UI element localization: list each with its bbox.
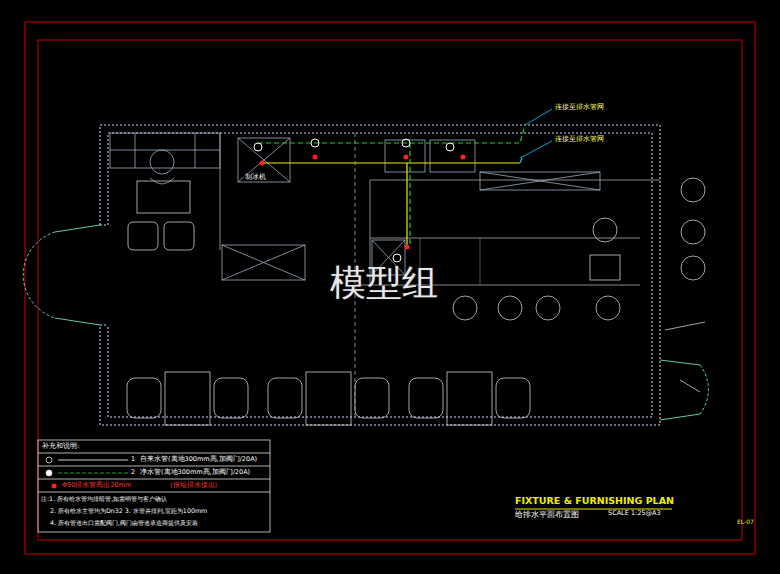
sheet-frame <box>25 22 755 554</box>
legend-text: Φ50排水管高出20mm <box>62 482 131 489</box>
row-number: 1 <box>131 456 135 463</box>
callout-text: 连接至排水管网 <box>555 136 604 143</box>
row-number: 2 <box>131 469 135 476</box>
notes-table <box>38 440 672 532</box>
furniture <box>110 133 705 420</box>
outlets <box>254 139 466 262</box>
sheet-number: EL-07 <box>737 519 754 526</box>
walls <box>100 125 660 425</box>
pipes <box>258 109 552 245</box>
legend-text: 净水管(离地300mm高,加阀门/20A) <box>140 469 250 476</box>
entrance-doors <box>23 225 708 420</box>
note-text: 注:1. 所有给水管均排暗管,如需明管与客户确认 <box>41 495 167 502</box>
note-text: 2. 所有给水主管均为Dn32 3. 水管并排列,室距为100mm <box>50 507 207 514</box>
scale-text: SCALE 1:25@A3 <box>608 510 661 517</box>
legend-text: 自来水管(离地300mm高,加阀门/20A) <box>140 456 257 463</box>
plan-title: FIXTURE & FURNISHING PLAN <box>515 496 674 507</box>
notes-heading: 补充和说明: <box>42 443 79 450</box>
note-text: 4. 所有管道出口需配阀门,阀门由管道承造商提供及安装 <box>50 519 198 526</box>
plan-caption: 给排水平面布置图 <box>515 510 579 519</box>
callout-text: 连接至排水管网 <box>555 104 604 111</box>
watermark: 模型组 <box>330 262 438 303</box>
note-text: (按给排水接出) <box>170 482 217 489</box>
equipment-label: 制冰机 <box>244 174 267 181</box>
dining-tables <box>127 372 530 425</box>
